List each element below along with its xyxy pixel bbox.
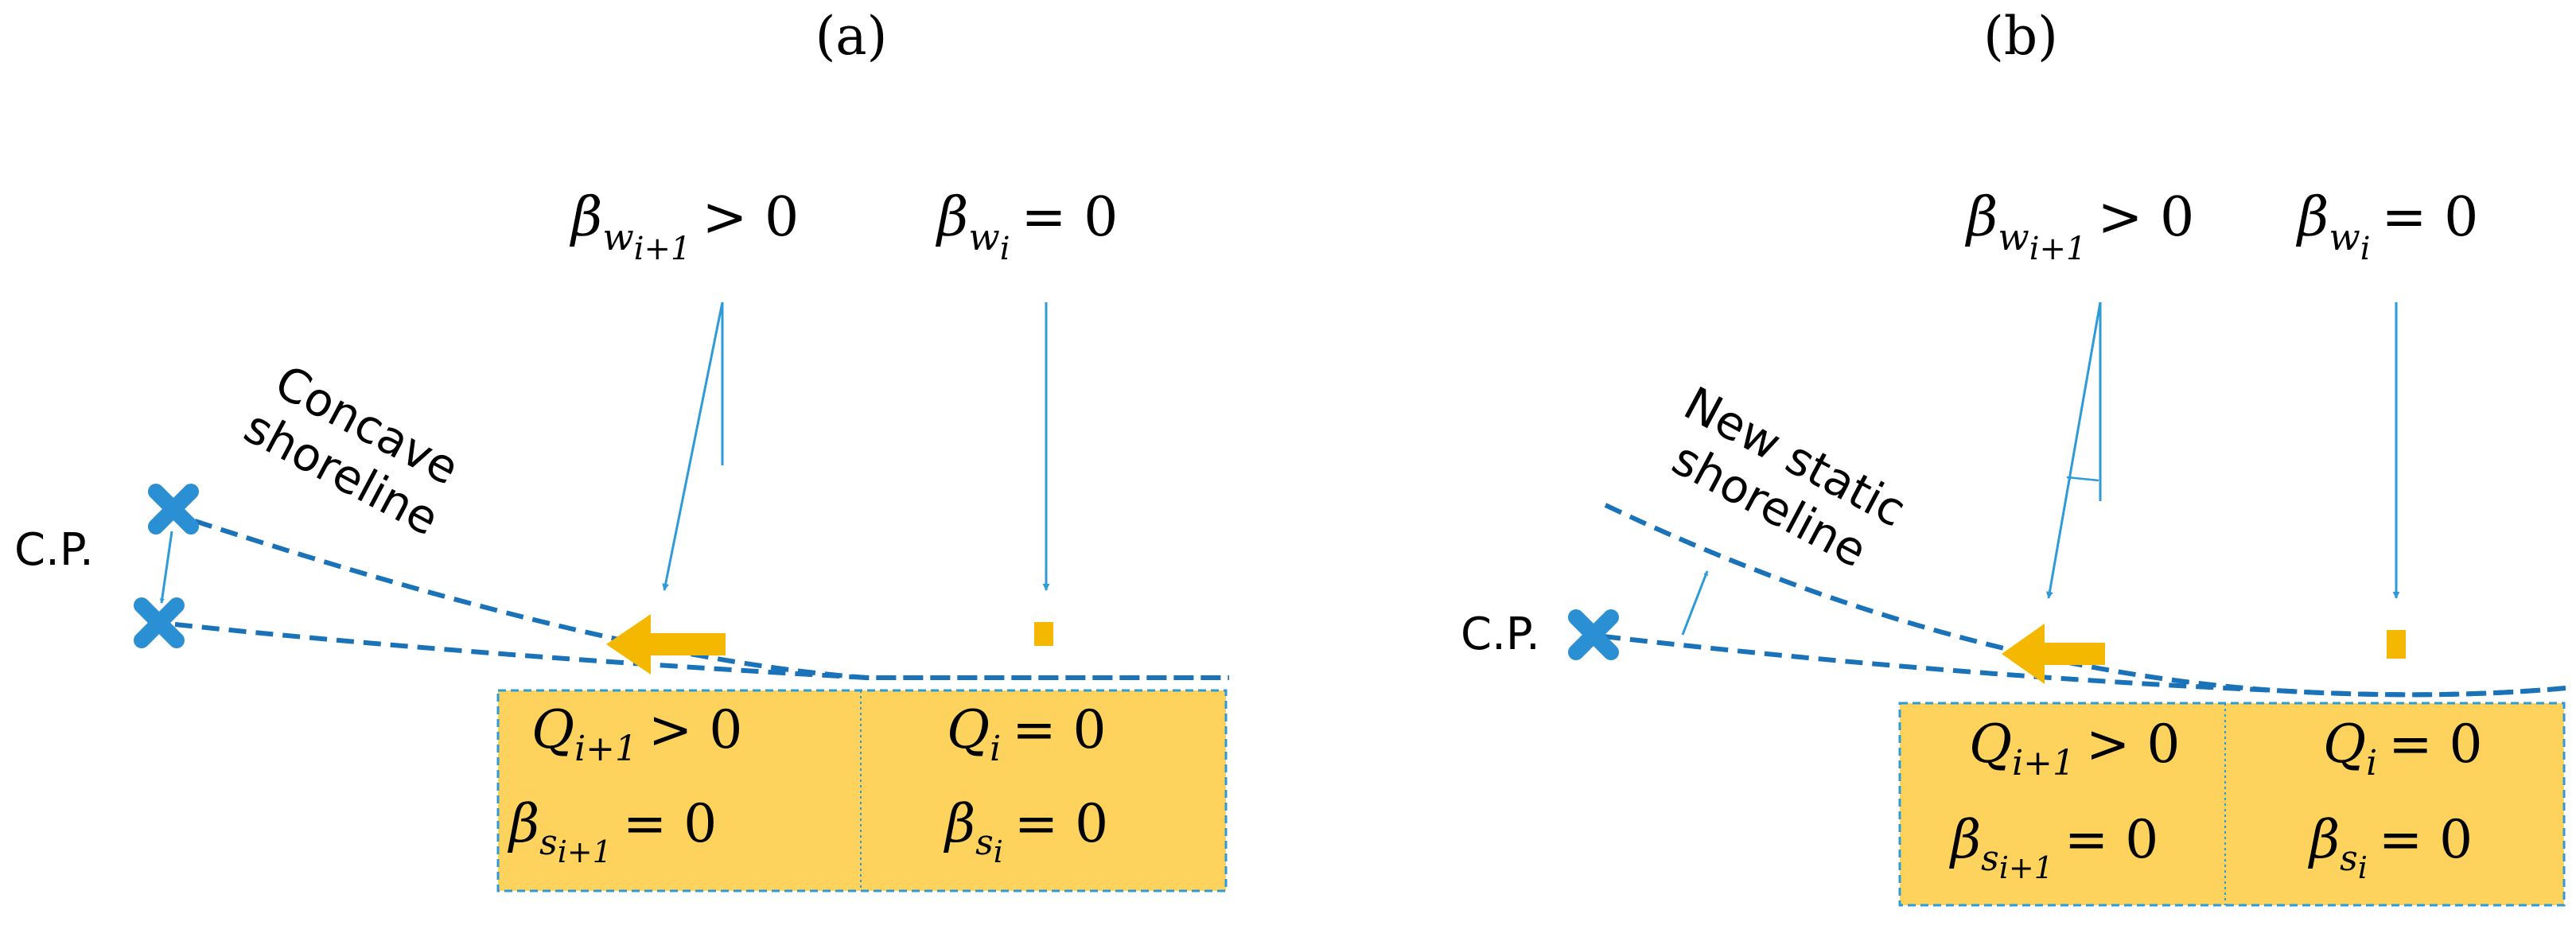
panel-a: (a) βwi+1> 0 βwi= 0 C.P. Concave <box>14 6 1229 892</box>
arrow-left-icon <box>606 614 726 675</box>
wave-arrow-next <box>2045 301 2102 599</box>
beta-s-cur-label: βsi= 0 <box>2307 809 2473 885</box>
initial-shoreline <box>1602 634 2566 698</box>
cp-label: C.P. <box>1461 609 1540 660</box>
shoreline-label: Concave shoreline <box>235 355 467 546</box>
cross-icon <box>1568 609 1619 660</box>
panel-b-label: (b) <box>1983 6 2058 67</box>
panel-a-label: (a) <box>815 6 888 67</box>
cross-icon <box>148 484 199 535</box>
q-cur-label: Qi= 0 <box>947 699 1106 769</box>
q-cur-label: Qi= 0 <box>2323 714 2482 784</box>
wave-arrow-next <box>662 301 724 591</box>
wave-angle-arrow <box>2066 475 2099 482</box>
beta-w-next-label: βwi+1> 0 <box>1964 186 2194 267</box>
panel-b: (b) βwi+1> 0 βwi= 0 C.P. New static shor… <box>1461 6 2566 907</box>
cp-label: C.P. <box>14 524 94 576</box>
new-static-shoreline <box>1604 503 2566 698</box>
cp-shift-arrow <box>159 531 173 604</box>
cell-box <box>1898 702 2566 907</box>
beta-w-cur-label: βwi= 0 <box>2295 186 2478 267</box>
shoreline-label: New static shoreline <box>1664 376 1914 578</box>
beta-s-cur-label: βsi= 0 <box>943 793 1108 869</box>
cross-icon <box>134 597 185 648</box>
square-icon <box>1034 622 1053 646</box>
initial-shoreline <box>174 622 1229 680</box>
q-next-label: Qi+1> 0 <box>531 699 742 769</box>
beta-w-cur-label: βwi= 0 <box>935 186 1118 267</box>
square-icon <box>2387 630 2406 659</box>
shoreline-shift-arrow <box>1681 570 1709 636</box>
arrow-left-icon <box>2002 624 2105 684</box>
beta-w-next-label: βwi+1> 0 <box>569 186 799 267</box>
beta-s-next-label: βsi+1= 0 <box>1948 809 2158 885</box>
beta-s-next-label: βsi+1= 0 <box>507 793 717 869</box>
q-next-label: Qi+1> 0 <box>1969 714 2180 784</box>
cell-box <box>496 689 1228 892</box>
